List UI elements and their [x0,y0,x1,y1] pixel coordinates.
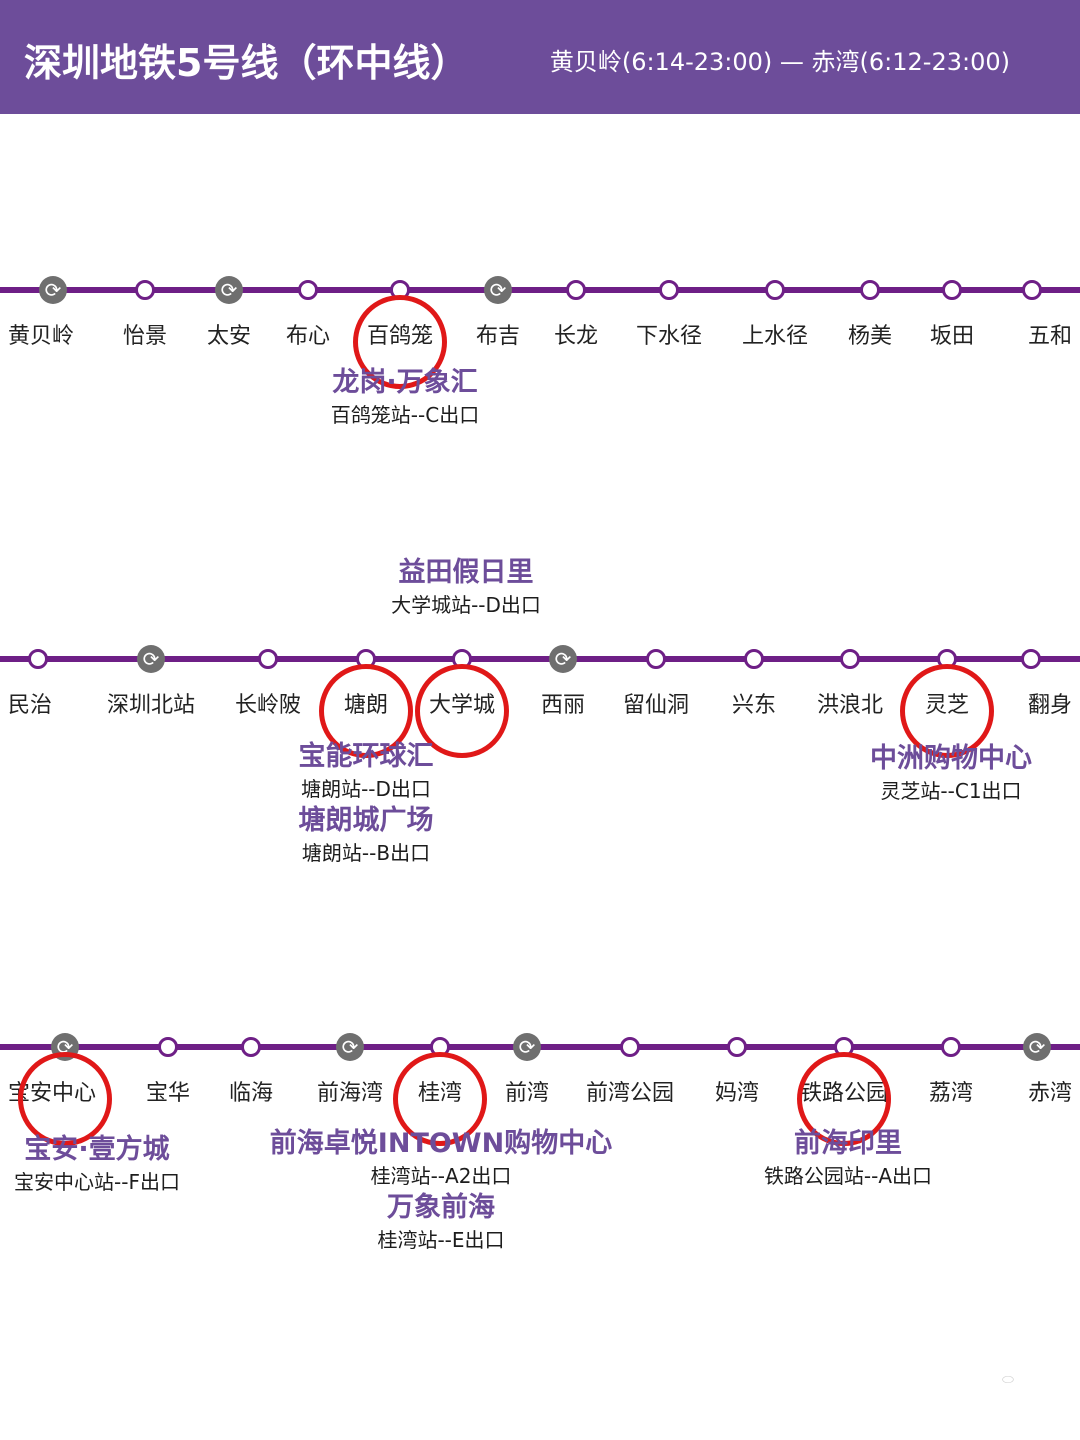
highlight-circle [353,295,447,389]
mall-annotation: 龙岗·万象汇百鸽笼站--C出口 [155,366,655,430]
metro-line-segment [0,287,1080,293]
mall-name: 宝安·壹方城 [24,1134,170,1165]
station-name: 西丽 [540,693,585,718]
station-dot [158,1037,178,1057]
station-dot [135,280,155,300]
mall-name: 益田假日里 [398,557,534,588]
station-name: 太安 [206,324,251,349]
station-exit: 灵芝站--C1出口 [880,779,1022,803]
station-name: 怡景 [122,324,167,349]
station-exit: 大学城站--D出口 [391,593,541,617]
metro-line-segment [0,656,1080,662]
station-exit: 百鸽笼站--C出口 [330,403,480,427]
station-dot [1021,649,1041,669]
mall-name: 中洲购物中心 [870,743,1032,774]
station-dot [620,1037,640,1057]
station-exit: 塘朗站--B出口 [301,841,431,865]
station-exit: 桂湾站--E出口 [377,1228,505,1252]
transfer-arrows-icon: ⟳ [215,276,243,304]
transfer-arrows-icon: ⟳ [137,645,165,673]
station-name: 上水径 [741,324,808,349]
mall-name: 宝能环球汇 [298,741,434,772]
mall-name: 万象前海 [387,1192,495,1223]
station-name: 翻身 [1027,693,1072,718]
page-title: 深圳地铁5号线（环中线） [24,41,469,85]
operating-hours: 黄贝岭(6:14-23:00) — 赤湾(6:12-23:00) [549,48,1010,76]
station-exit: 桂湾站--A2出口 [370,1164,512,1188]
highlight-circle [797,1052,891,1146]
mall-annotation: 中洲购物中心灵芝站--C1出口 [822,742,1080,806]
station-dot [1022,280,1042,300]
station-dot [298,280,318,300]
highlight-circle [415,664,509,758]
station-name: 布吉 [475,324,520,349]
station-exit: 塘朗站--D出口 [301,777,431,801]
station-dot [942,280,962,300]
mall-name: 前海卓悦INTOWN购物中心 [269,1128,613,1159]
station-name: 荔湾 [928,1081,973,1106]
station-name: 留仙洞 [622,693,689,718]
station-dot [860,280,880,300]
header-bar: 深圳地铁5号线（环中线） 黄贝岭(6:14-23:00) — 赤湾(6:12-2… [0,0,1080,114]
station-exit: 宝安中心站--F出口 [14,1170,180,1194]
station-dot [241,1037,261,1057]
mall-annotation: 前海卓悦INTOWN购物中心桂湾站--A2出口万象前海桂湾站--E出口 [191,1127,691,1255]
station-dot [28,649,48,669]
station-name: 兴东 [731,693,776,718]
station-name: 临海 [228,1081,273,1106]
mall-annotation: 宝能环球汇塘朗站--D出口塘朗城广场塘朗站--B出口 [116,740,616,868]
station-name: 布心 [285,324,330,349]
station-name: 民治 [8,693,53,718]
highlight-circle [319,664,413,758]
station-name: 坂田 [929,324,974,349]
watermark-logo: ⬭ [1002,1372,1014,1388]
station-dot [840,649,860,669]
station-dot [765,280,785,300]
station-dot [258,649,278,669]
station-dot [646,649,666,669]
station-exit: 铁路公园站--A出口 [763,1164,933,1188]
highlight-circle [18,1052,112,1146]
station-name: 前海湾 [316,1081,383,1106]
transfer-arrows-icon: ⟳ [336,1033,364,1061]
station-name: 下水径 [635,324,702,349]
station-name: 前湾公园 [585,1081,674,1106]
transfer-arrows-icon: ⟳ [1023,1033,1051,1061]
station-dot [744,649,764,669]
station-name: 宝华 [145,1081,190,1106]
transfer-arrows-icon: ⟳ [513,1033,541,1061]
mall-name: 塘朗城广场 [298,805,434,836]
station-dot [566,280,586,300]
station-name: 五和 [1027,324,1072,349]
station-dot [727,1037,747,1057]
station-name: 洪浪北 [816,693,883,718]
station-dot [659,280,679,300]
station-name: 深圳北站 [106,693,195,718]
station-name: 长龙 [553,324,598,349]
highlight-circle [900,664,994,758]
station-dot [941,1037,961,1057]
mall-annotation: 益田假日里大学城站--D出口 [216,556,716,620]
mall-name: 前海印里 [794,1128,902,1159]
station-name: 黄贝岭 [8,324,75,349]
highlight-circle [393,1052,487,1146]
station-name: 长岭陂 [234,693,301,718]
station-name: 前湾 [504,1081,549,1106]
mall-annotation: 宝安·壹方城宝安中心站--F出口 [0,1133,194,1197]
station-name: 杨美 [847,324,892,349]
transfer-arrows-icon: ⟳ [39,276,67,304]
mall-annotation: 前海印里铁路公园站--A出口 [616,1127,1080,1191]
station-name: 妈湾 [714,1081,759,1106]
station-name: 赤湾 [1027,1081,1072,1106]
transfer-arrows-icon: ⟳ [549,645,577,673]
transfer-arrows-icon: ⟳ [484,276,512,304]
mall-name: 龙岗·万象汇 [332,367,478,398]
